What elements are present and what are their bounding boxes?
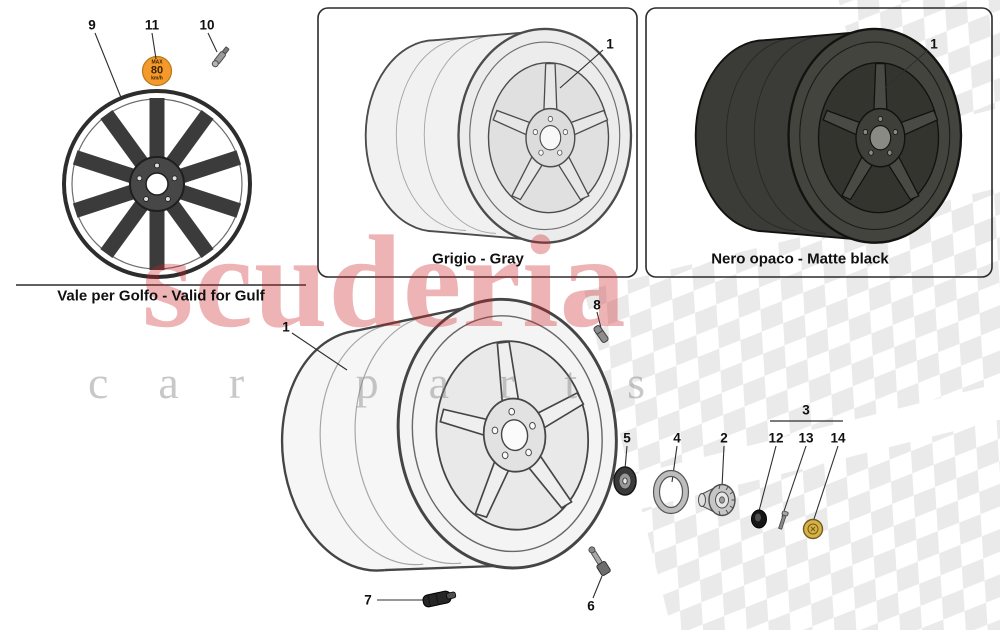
gray-wheel-caption: Grigio - Gray — [432, 250, 524, 268]
callout-1-gray: 1 — [606, 36, 614, 52]
callout-10: 10 — [199, 17, 215, 33]
callout-2: 2 — [720, 430, 728, 446]
callout-5: 5 — [623, 430, 631, 446]
pressure-sensor-part-7 — [422, 590, 457, 608]
spare-wheel-caption: Vale per Golfo - Valid for Gulf — [57, 287, 265, 305]
sticker-unit-label: km/h — [151, 75, 163, 82]
sticker-max-label: MAX — [151, 59, 163, 66]
callout-7: 7 — [364, 592, 372, 608]
callout-1-black: 1 — [930, 36, 938, 52]
callout-11: 11 — [144, 17, 160, 33]
disc-part-12 — [751, 509, 767, 529]
callout-1-main: 1 — [282, 319, 290, 335]
callout-4: 4 — [673, 430, 681, 446]
callout-13: 13 — [798, 430, 814, 446]
matte-black-wheel-caption: Nero opaco - Matte black — [711, 250, 889, 268]
seal-ring-part-5 — [613, 466, 637, 496]
gray-wheel-box-frame — [317, 7, 638, 278]
matte-black-wheel-box-frame — [645, 7, 993, 278]
ring-part-4 — [652, 469, 690, 515]
emblem-cap-part-14 — [802, 518, 824, 540]
valve-sensor-part-6 — [588, 546, 611, 577]
speed-limit-sticker-disc — [141, 55, 173, 87]
callout-12: 12 — [768, 430, 784, 446]
sticker-speed-value: 80 — [150, 64, 164, 77]
clip-part-8 — [593, 325, 609, 343]
spare-wheel-illustration — [62, 89, 252, 279]
speed-limit-sticker: MAX 80 km/h — [150, 59, 164, 82]
screw-part-13 — [778, 510, 789, 530]
center-lock-nut-part-2 — [698, 483, 736, 517]
callout-3: 3 — [802, 402, 810, 418]
main-wheel-illustration — [266, 286, 632, 595]
valve-part-10 — [211, 46, 230, 68]
callout-6: 6 — [587, 598, 595, 614]
callout-8: 8 — [593, 297, 601, 313]
callout-14: 14 — [830, 430, 846, 446]
callout-9: 9 — [88, 17, 96, 33]
matte-black-wheel-illustration — [695, 28, 961, 243]
